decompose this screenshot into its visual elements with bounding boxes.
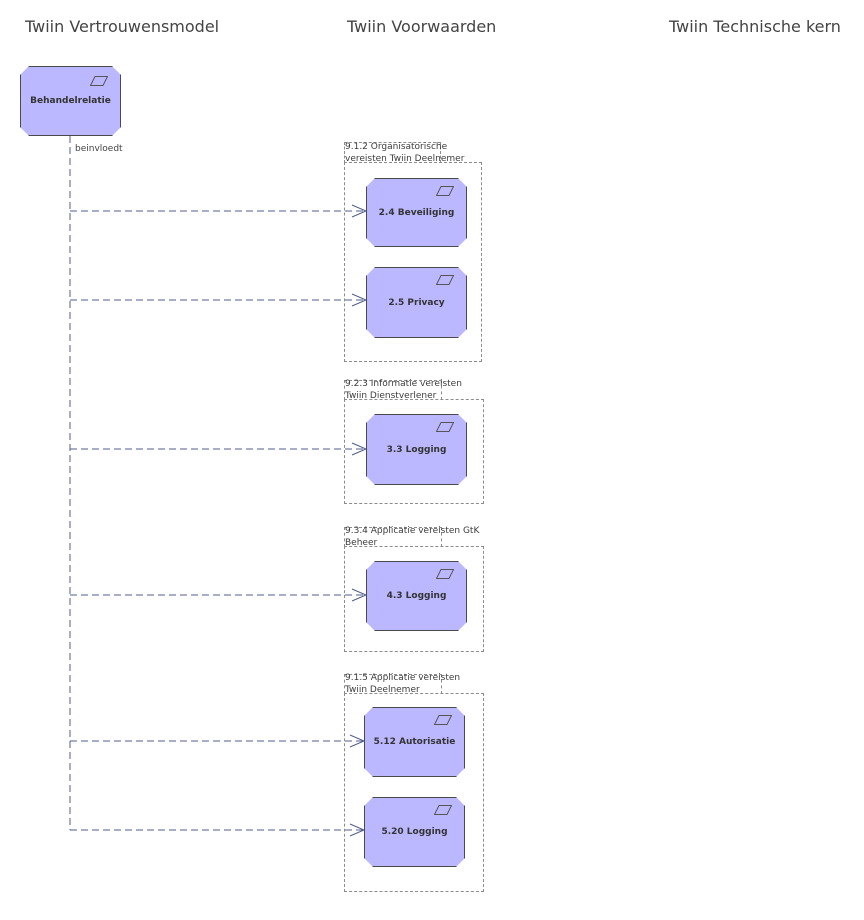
node-label: 5.12 Autorisatie (373, 737, 456, 747)
group-label: 9.3.4 Applicatie vereisten GtK Beheer (345, 526, 480, 548)
node-label: Behandelrelatie (30, 96, 111, 106)
requirement-icon (436, 275, 454, 285)
node-label: 2.4 Beveiliging (378, 207, 455, 218)
requirement-icon (434, 805, 452, 815)
lane-title-voorwaarden: Twiin Voorwaarden (347, 17, 497, 36)
group-label: 9.2.3 Informatie vereisten Twiin Dienstv… (345, 379, 462, 401)
node-behandelrelatie[interactable]: Behandelrelatie (20, 66, 121, 136)
node-privacy[interactable]: 2.5 Privacy (366, 267, 467, 338)
requirement-icon (436, 186, 454, 196)
node-label: 4.3 Logging (386, 591, 447, 601)
node-autorisatie[interactable]: 5.12 Autorisatie (364, 707, 465, 777)
group-informatie-vereisten[interactable] (344, 399, 484, 504)
group-label: 9.1.5 Applicatie vereisten Twiin Deelnem… (345, 673, 461, 695)
group-organisatorische-vereisten[interactable] (344, 162, 482, 362)
group-label: 9.1.2 Organisatorische vereisten Twiin D… (345, 142, 465, 164)
requirement-icon (436, 569, 454, 579)
group-applicatie-vereisten-gtk[interactable] (344, 546, 484, 652)
group-tab (344, 674, 442, 694)
requirement-icon (434, 715, 452, 725)
group-tab (344, 527, 442, 547)
node-logging-3-3[interactable]: 3.3 Logging (366, 414, 467, 485)
group-applicatie-vereisten-deelnemer[interactable] (344, 693, 484, 892)
node-beveiliging[interactable]: 2.4 Beveiliging (366, 178, 467, 247)
group-tab (344, 142, 441, 163)
lane-title-technische-kern: Twiin Technische kern (669, 17, 841, 36)
lane-title-vertrouwensmodel: Twiin Vertrouwensmodel (25, 17, 220, 36)
relation-label: beinvloedt (75, 144, 123, 154)
node-label: 3.3 Logging (386, 444, 447, 455)
node-logging-5-20[interactable]: 5.20 Logging (364, 797, 465, 867)
node-logging-4-3[interactable]: 4.3 Logging (366, 561, 467, 631)
group-tab (344, 380, 442, 400)
node-label: 5.20 Logging (381, 827, 448, 837)
requirement-icon (436, 422, 454, 432)
node-label: 2.5 Privacy (388, 297, 445, 308)
requirement-icon (90, 76, 108, 86)
